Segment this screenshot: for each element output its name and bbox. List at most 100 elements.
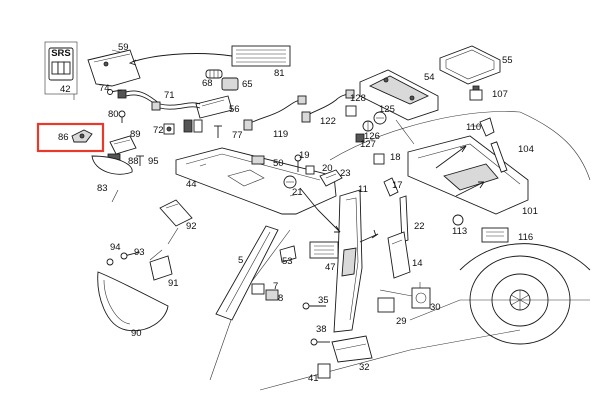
- cable-119: [243, 95, 307, 131]
- part-label-77[interactable]: 77: [232, 130, 243, 141]
- part-label-47[interactable]: 47: [325, 262, 336, 273]
- clip-20: [305, 165, 315, 175]
- part-label-18[interactable]: 18: [390, 152, 401, 163]
- bolt-93: [120, 251, 141, 260]
- part-label-50[interactable]: 50: [273, 158, 284, 169]
- bracket-18: [373, 153, 385, 165]
- part-label-128[interactable]: 128: [350, 93, 366, 104]
- lamp-68: [205, 69, 223, 79]
- belt-guide-17: [383, 177, 399, 197]
- part-label-72[interactable]: 72: [153, 125, 164, 136]
- part-label-92[interactable]: 92: [186, 221, 197, 232]
- part-label-119[interactable]: 119: [273, 129, 288, 140]
- roof-frame-55: [439, 45, 501, 85]
- bulb-125: [373, 111, 387, 125]
- part-label-104[interactable]: 104: [518, 144, 534, 155]
- part-label-126[interactable]: 126: [364, 131, 380, 142]
- part-label-80[interactable]: 80: [108, 109, 119, 120]
- vent-47: [309, 241, 339, 259]
- part-label-71[interactable]: 71: [164, 90, 175, 101]
- screw-38: [310, 338, 330, 346]
- part-label-127[interactable]: 127: [360, 139, 376, 150]
- part-label-91[interactable]: 91: [168, 278, 179, 289]
- highlighted-part-86[interactable]: [36, 122, 105, 153]
- part-label-5[interactable]: 5: [238, 255, 243, 266]
- belt-22: [399, 195, 409, 243]
- part-label-107[interactable]: 107: [492, 89, 508, 100]
- part-label-54[interactable]: 54: [424, 72, 435, 83]
- screw-35: [302, 302, 326, 310]
- srs-part-box: SRS: [44, 41, 78, 95]
- part-label-101[interactable]: 101: [522, 206, 538, 217]
- clip-128: [345, 105, 357, 117]
- clip-pair: [183, 119, 203, 133]
- part-label-88[interactable]: 88: [128, 156, 139, 167]
- wheel: [469, 255, 571, 345]
- part-label-7[interactable]: 7: [273, 281, 278, 292]
- part-label-23[interactable]: 23: [340, 168, 351, 179]
- part-label-89[interactable]: 89: [130, 129, 141, 140]
- part-label-30[interactable]: 30: [430, 302, 441, 313]
- trim-14: [387, 231, 411, 279]
- part-label-20[interactable]: 20: [322, 163, 333, 174]
- mirror-90: [97, 271, 169, 332]
- lamp-56: [195, 95, 233, 119]
- headliner-44: [175, 147, 337, 215]
- part-label-122[interactable]: 122: [320, 116, 336, 127]
- vehicle-body-outline: [209, 111, 591, 391]
- mount-92: [159, 199, 193, 227]
- part-label-22[interactable]: 22: [414, 221, 425, 232]
- part-label-59[interactable]: 59: [118, 42, 129, 53]
- part-label-93[interactable]: 93: [134, 247, 145, 258]
- part-label-42[interactable]: 42: [60, 84, 71, 95]
- handle-21: [283, 175, 297, 189]
- part-label-32[interactable]: 32: [359, 362, 370, 373]
- socket-127: [355, 133, 365, 143]
- clip-8: [265, 289, 279, 301]
- part-label-19[interactable]: 19: [299, 150, 310, 161]
- screw-74: [107, 89, 123, 95]
- part-label-44[interactable]: 44: [186, 179, 197, 190]
- trim-panel-81: [231, 45, 291, 67]
- clip-53: [279, 245, 297, 263]
- clip-72: [163, 123, 175, 135]
- cable-122: [301, 89, 355, 123]
- part-label-55[interactable]: 55: [502, 55, 513, 66]
- leader-lines: [73, 94, 485, 297]
- part-label-83[interactable]: 83: [97, 183, 108, 194]
- part-label-68[interactable]: 68: [202, 78, 213, 89]
- part-label-29[interactable]: 29: [396, 316, 407, 327]
- srs-badge: SRS: [51, 48, 71, 59]
- part-label-8[interactable]: 8: [278, 293, 283, 304]
- bolt-19: [294, 154, 302, 172]
- part-label-53[interactable]: 53: [282, 256, 293, 267]
- part-label-90[interactable]: 90: [131, 328, 142, 339]
- part-label-65[interactable]: 65: [242, 79, 253, 90]
- part-label-113[interactable]: 113: [452, 226, 467, 237]
- part-label-94[interactable]: 94: [110, 242, 121, 253]
- cap-126: [362, 120, 374, 132]
- lamp-65: [221, 77, 239, 91]
- sun-visor: [87, 49, 141, 87]
- part-label-14[interactable]: 14: [412, 258, 423, 269]
- part-label-116[interactable]: 116: [518, 232, 533, 243]
- part-label-56[interactable]: 56: [229, 104, 240, 115]
- part-label-81[interactable]: 81: [274, 68, 285, 79]
- part-label-38[interactable]: 38: [316, 324, 327, 335]
- part-label-41[interactable]: 41: [308, 373, 319, 384]
- part-label-86[interactable]: 86: [58, 132, 69, 143]
- clip-80: [118, 110, 126, 123]
- part-label-95[interactable]: 95: [148, 156, 159, 167]
- part-label-74[interactable]: 74: [99, 83, 110, 94]
- part-label-21[interactable]: 21: [292, 187, 303, 198]
- part-label-11[interactable]: 11: [358, 184, 368, 195]
- part-label-17[interactable]: 17: [392, 180, 403, 191]
- bracket-91: [149, 255, 173, 281]
- part-label-35[interactable]: 35: [318, 295, 329, 306]
- part-label-110[interactable]: 110: [466, 122, 481, 133]
- b-pillar-11: [333, 189, 363, 333]
- trim-strip-104: [490, 141, 508, 173]
- part-label-125[interactable]: 125: [379, 104, 395, 115]
